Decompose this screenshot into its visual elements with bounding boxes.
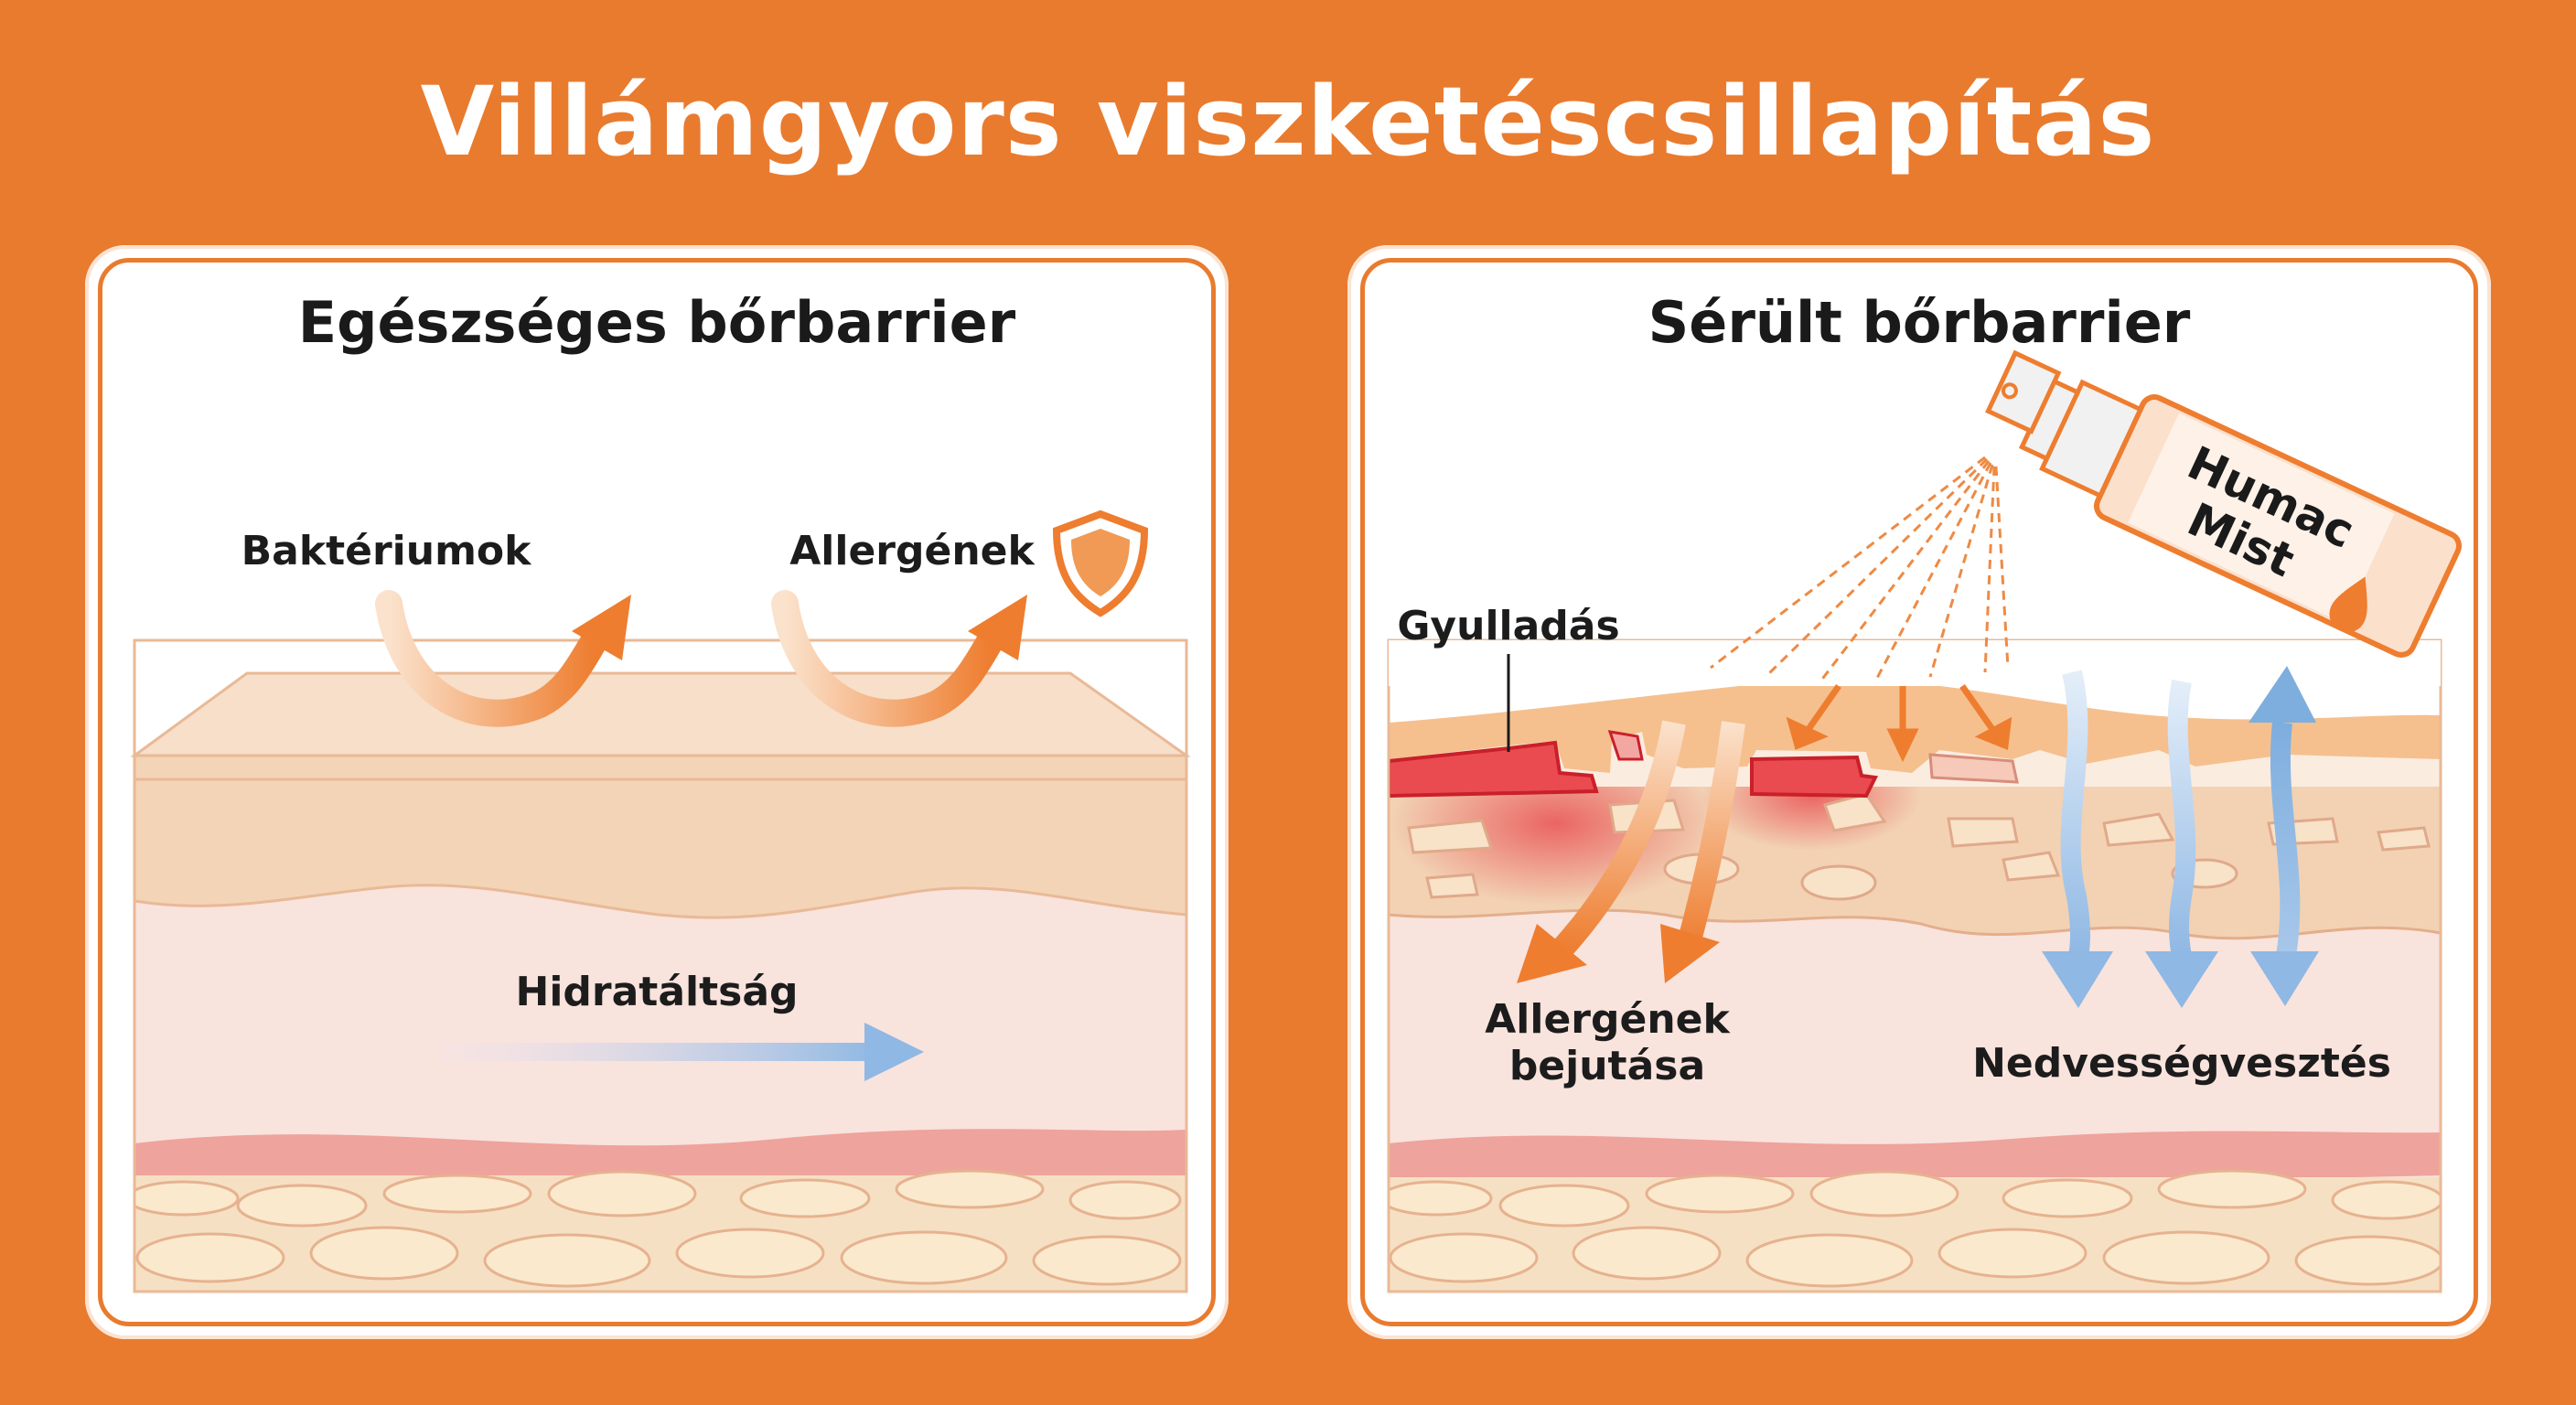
fat-layer bbox=[1389, 1177, 2441, 1292]
allergen-entry-arrows bbox=[1517, 720, 1745, 983]
inflammation-patch bbox=[1389, 740, 1599, 799]
page-title: Villámgyors viszketéscsillapítás bbox=[420, 66, 2156, 177]
moisture-loss-arrows bbox=[2042, 666, 2319, 1008]
damaged-barrier-panel: Sérült bőrbarrier bbox=[1347, 245, 2491, 1339]
allergen-entry-line2: bejutása bbox=[1508, 1042, 1706, 1089]
hydration-label: Hidratáltság bbox=[515, 969, 799, 1015]
epidermis-layer bbox=[134, 754, 1186, 919]
dermis-layer bbox=[134, 756, 1186, 1292]
panel-title: Egészséges bőrbarrier bbox=[297, 289, 1016, 356]
bacteria-deflect-arrow bbox=[375, 590, 631, 727]
allergen-entry-line1: Allergének bbox=[1485, 996, 1730, 1043]
droplet-icon bbox=[2329, 576, 2367, 633]
spray-mist bbox=[1710, 456, 2010, 682]
stratum-corneum-top bbox=[1389, 679, 2441, 773]
panel-title: Sérült bőrbarrier bbox=[1648, 289, 2191, 356]
fat-layer bbox=[134, 1175, 1186, 1292]
cell-fragments bbox=[1407, 792, 2431, 901]
allergen-entry-label: Allergének bejutása bbox=[1485, 996, 1730, 1089]
healthy-skin-illustration bbox=[130, 509, 1191, 1293]
shield-icon bbox=[1052, 509, 1149, 617]
healthy-barrier-panel: Egészséges bőrbarrier bbox=[85, 245, 1229, 1339]
mist-penetration-arrows bbox=[1786, 683, 2012, 763]
inflammation-label: Gyulladás bbox=[1397, 603, 1620, 649]
bacteria-label: Baktériumok bbox=[241, 528, 531, 574]
product-name-line1: Humac bbox=[2180, 436, 2362, 559]
basement-band bbox=[1389, 1131, 2441, 1184]
fat-cells bbox=[134, 1169, 1182, 1288]
allergen-deflect-arrow bbox=[771, 590, 1027, 727]
stratum-corneum-top bbox=[130, 671, 1191, 757]
hydration-arrow bbox=[439, 1023, 924, 1081]
moisture-loss-label: Nedvességvesztés bbox=[1972, 1040, 2391, 1087]
allergens-label: Allergének bbox=[789, 528, 1035, 574]
fat-cells bbox=[1389, 1169, 2441, 1288]
basement-band bbox=[134, 1129, 1186, 1184]
product-name-line2: Mist bbox=[2180, 493, 2302, 588]
inflammation-patch bbox=[1750, 755, 1879, 799]
spray-bottle-icon: Humac Mist bbox=[1985, 349, 2463, 658]
damaged-skin-illustration: Humac Mist bbox=[1387, 349, 2463, 1293]
epidermis-layer bbox=[1389, 757, 2441, 940]
